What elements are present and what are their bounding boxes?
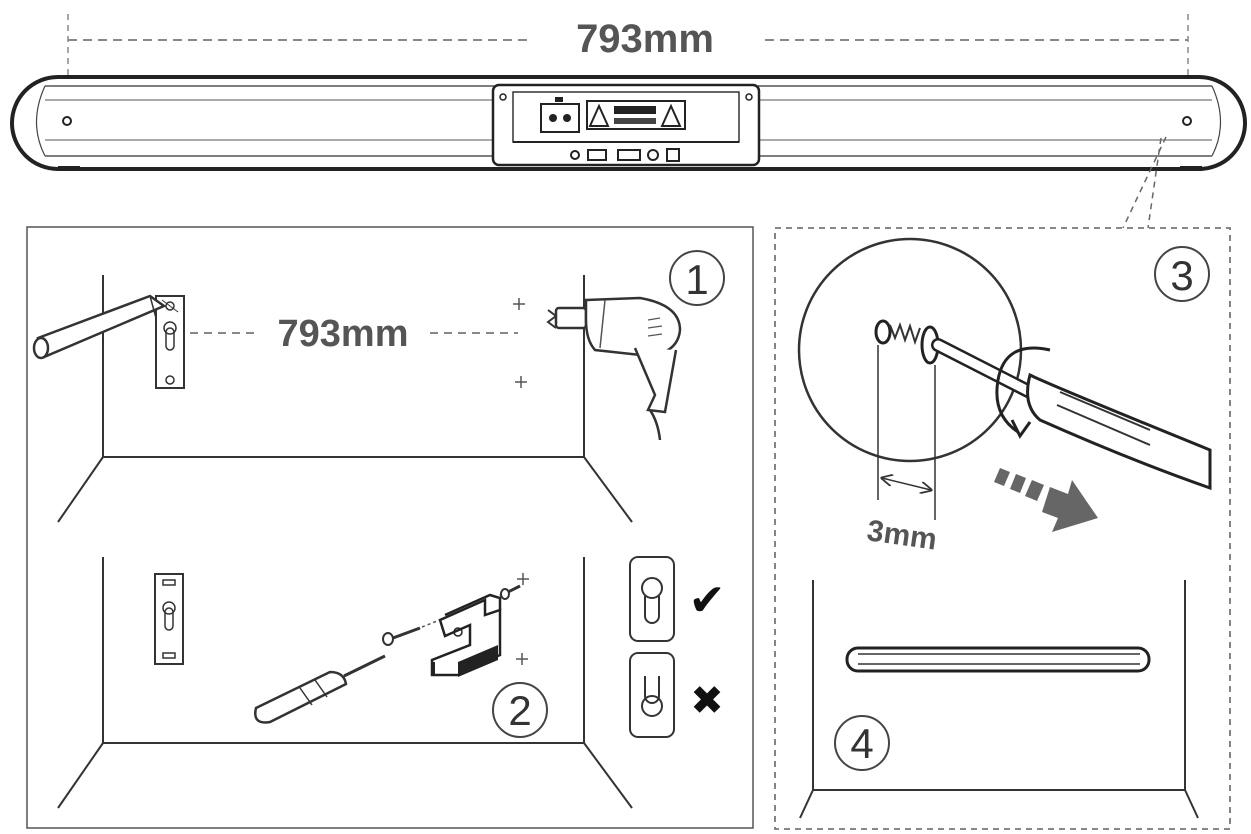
screwdriver-icon [254,654,386,724]
bracket-plate-step-1 [155,295,185,389]
step-badge-3: 3 [1154,246,1210,302]
usb-port-icon [587,149,607,161]
wall-bracket-icon [430,593,502,677]
keyhole-correct [629,556,675,642]
mounted-soundbar [845,646,1151,673]
power-socket-icon [540,103,580,133]
room-step-1 [57,275,633,523]
room-step-4 [799,580,1199,819]
step-badge-2: 2 [492,682,548,738]
panel-steps-1-2: 793mm 1 [26,226,754,829]
connector-panel [491,83,761,167]
step-number-4: 4 [850,720,873,767]
soundbar-back [10,75,1247,171]
wall-dimension-label: 793mm [278,313,409,355]
screwdriver-icon [931,338,1212,491]
drill-mark-icon [513,298,527,388]
warning-label-icon [586,100,686,130]
top-dimension-label: 793mm [576,17,714,61]
step-number-3: 3 [1170,252,1193,299]
power-drill-icon [546,296,682,441]
drill-mark-icon [516,573,529,665]
keyhole-wrong [629,652,675,738]
step-number-2: 2 [508,687,531,734]
bracket-plate-step-2 [154,573,184,665]
magnifier-circle [797,237,1023,463]
top-dimension: 793mm [67,14,1189,120]
usb-b-port-icon [666,148,680,162]
screw-icon [382,613,456,646]
screw-hole-left-icon [62,116,72,126]
hdmi-port-icon [617,149,641,161]
screw-icon [499,584,521,600]
step-number-1: 1 [685,256,708,303]
audio-jack-icon [570,150,580,160]
rotate-arrow-icon [995,346,1051,439]
pull-arrow-icon [994,468,1098,532]
room-step-2 [57,557,633,809]
pencil-icon [32,294,167,360]
correct-mark-icon: ✔ [689,575,726,626]
panel-steps-3-4: 3mm 3 4 [774,227,1231,830]
wrong-mark-icon: ✖ [690,678,724,724]
screw-hole-right-icon [1182,116,1192,126]
step-badge-1: 1 [669,250,725,306]
step-badge-4: 4 [834,715,890,771]
optical-port-icon [647,149,659,161]
